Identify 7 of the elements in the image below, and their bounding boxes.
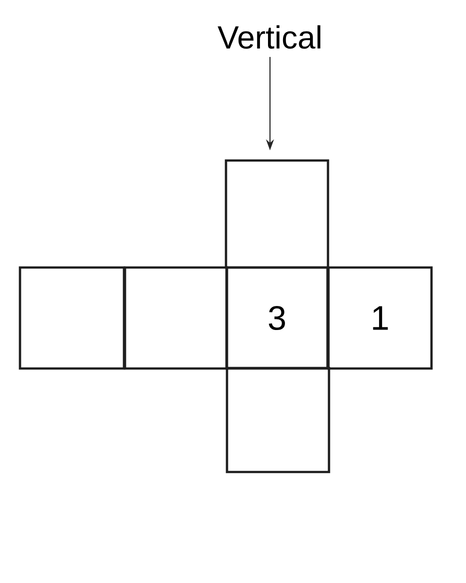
square: 3 <box>225 266 329 370</box>
square <box>224 159 330 269</box>
square <box>226 366 330 474</box>
square: 1 <box>327 266 433 370</box>
square <box>124 266 228 370</box>
square <box>18 266 126 370</box>
text-label: Vertical <box>218 25 320 49</box>
